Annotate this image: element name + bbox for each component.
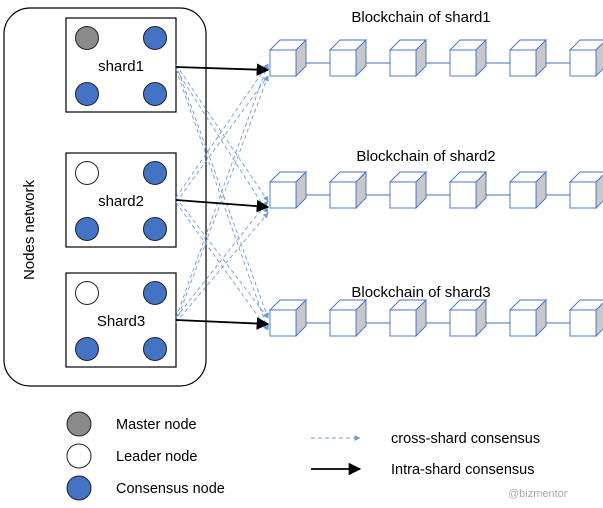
consensus-node: [143, 26, 167, 50]
intra-shard-arrow: [175, 317, 270, 330]
block-cube: [508, 38, 548, 78]
legend-leader-node: Leader node: [66, 443, 197, 469]
consensus-lines: [175, 63, 270, 331]
consensus-node: [143, 82, 167, 106]
cross-shard-line: [175, 63, 269, 318]
legend-label: Consensus node: [116, 481, 225, 497]
consensus-node: [143, 281, 167, 305]
consensus-node: [75, 82, 99, 106]
blockchain-2: Blockchain of shard2: [268, 148, 603, 210]
master-node-swatch: [66, 411, 92, 437]
block-cube: [268, 170, 308, 210]
cross-shard-line: [175, 69, 269, 214]
leader-node-swatch: [66, 443, 92, 469]
block-cube: [568, 171, 603, 210]
block-cube: [328, 298, 368, 338]
legend-label: Intra-shard consensus: [391, 462, 534, 478]
block-cube: [388, 170, 428, 210]
block-cube: [508, 298, 548, 338]
watermark: @bizmentor: [508, 488, 568, 500]
shard-label: shard1: [98, 58, 144, 75]
block-cube: [268, 298, 308, 338]
block-cube: [448, 298, 488, 338]
consensus-node: [143, 217, 167, 241]
cross-shard-line: [175, 212, 269, 323]
cross-shard-line: [175, 64, 269, 202]
block-cube: [448, 170, 488, 210]
master-node: [75, 26, 99, 50]
shard-box-2: shard2: [65, 152, 177, 248]
legend-cross-line: cross-shard consensus: [311, 431, 540, 447]
block-cube: [328, 170, 368, 210]
block-cube: [328, 38, 368, 78]
cross-shard-line: [175, 75, 269, 323]
shard-label: shard2: [98, 193, 144, 210]
blockchain-title: Blockchain of shard1: [351, 9, 490, 26]
intra-shard-arrow: [175, 199, 270, 213]
leader-node: [75, 281, 99, 305]
legend-label: cross-shard consensus: [391, 431, 540, 447]
blockchain-title: Blockchain of shard3: [351, 284, 490, 301]
block-cube: [388, 298, 428, 338]
blockchain-3: Blockchain of shard3: [268, 284, 603, 338]
legend-consensus-node: Consensus node: [66, 475, 225, 501]
consensus-node-swatch: [66, 475, 92, 501]
blockchain-1: Blockchain of shard1: [268, 9, 603, 78]
cross-shard-line: [175, 200, 269, 318]
consensus-node: [75, 337, 99, 361]
legend-label: Master node: [116, 417, 197, 433]
legend-master-node: Master node: [66, 411, 197, 437]
cross-shard-line: [175, 197, 269, 319]
legend-intra-line: Intra-shard consensus: [311, 462, 534, 478]
consensus-node: [75, 217, 99, 241]
nodes-network-label: Nodes network: [21, 179, 38, 280]
shard-label: Shard3: [97, 313, 145, 330]
leader-node: [75, 161, 99, 185]
block-cube: [508, 170, 548, 210]
intra-shard-arrow: [175, 63, 270, 76]
cross-shard-line: [175, 202, 269, 331]
cross-shard-line: [175, 69, 269, 331]
shard-box-3: Shard3: [65, 272, 177, 368]
block-cube: [568, 39, 603, 78]
cross-shard-line: [175, 75, 269, 203]
block-cube: [268, 38, 308, 78]
block-cube: [568, 299, 603, 338]
block-cube: [448, 38, 488, 78]
block-cube: [388, 38, 428, 78]
cross-shard-line: [175, 63, 269, 198]
shard-box-1: shard1: [65, 17, 177, 113]
blockchain-title: Blockchain of shard2: [356, 148, 495, 165]
legend-label: Leader node: [116, 449, 197, 465]
consensus-node: [143, 337, 167, 361]
consensus-node: [143, 161, 167, 185]
nodes-network-container: [3, 7, 207, 387]
